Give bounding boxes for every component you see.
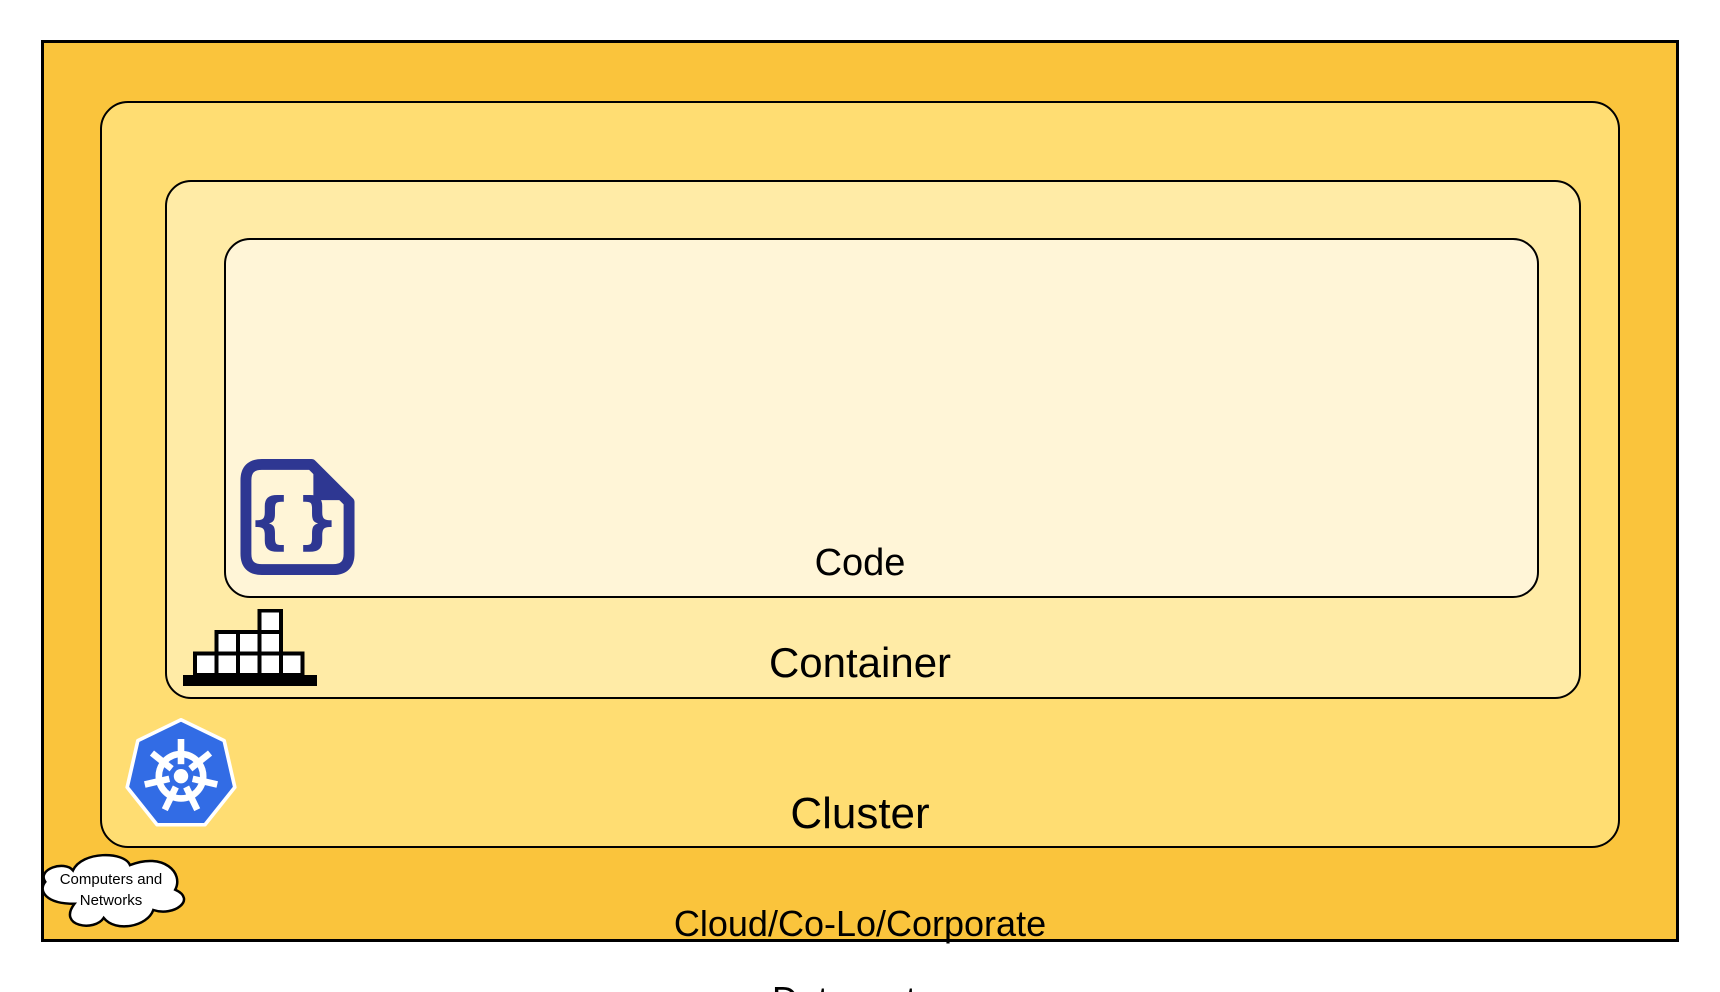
container-stack-icon xyxy=(183,608,317,691)
code-layer-box xyxy=(224,238,1539,598)
container-layer-box xyxy=(165,180,1581,699)
cloud-callout: Computers and Networks xyxy=(36,849,186,941)
datacenter-label-line1: Cloud/Co-Lo/Corporate xyxy=(673,903,1047,944)
datacenter-label-line2: Datacenter xyxy=(0,981,1720,992)
container-layer-label: Container xyxy=(768,639,952,686)
svg-text:{}: {} xyxy=(248,486,343,557)
datacenter-layer-label: Cloud/Co-Lo/Corporate Datacenter xyxy=(0,867,1720,992)
code-file-icon: {} xyxy=(238,456,357,583)
cloud-callout-label: Computers and Networks xyxy=(36,869,186,911)
cloud-label-line1: Computers and xyxy=(59,871,163,888)
cloud-icon xyxy=(41,853,186,928)
cluster-layer-box xyxy=(100,101,1620,848)
datacenter-layer-box xyxy=(41,40,1679,942)
cloud-label-line2: Networks xyxy=(79,892,143,909)
code-layer-label: Code xyxy=(814,542,906,584)
cluster-layer-label: Cluster xyxy=(790,789,930,838)
kubernetes-icon xyxy=(121,713,241,842)
